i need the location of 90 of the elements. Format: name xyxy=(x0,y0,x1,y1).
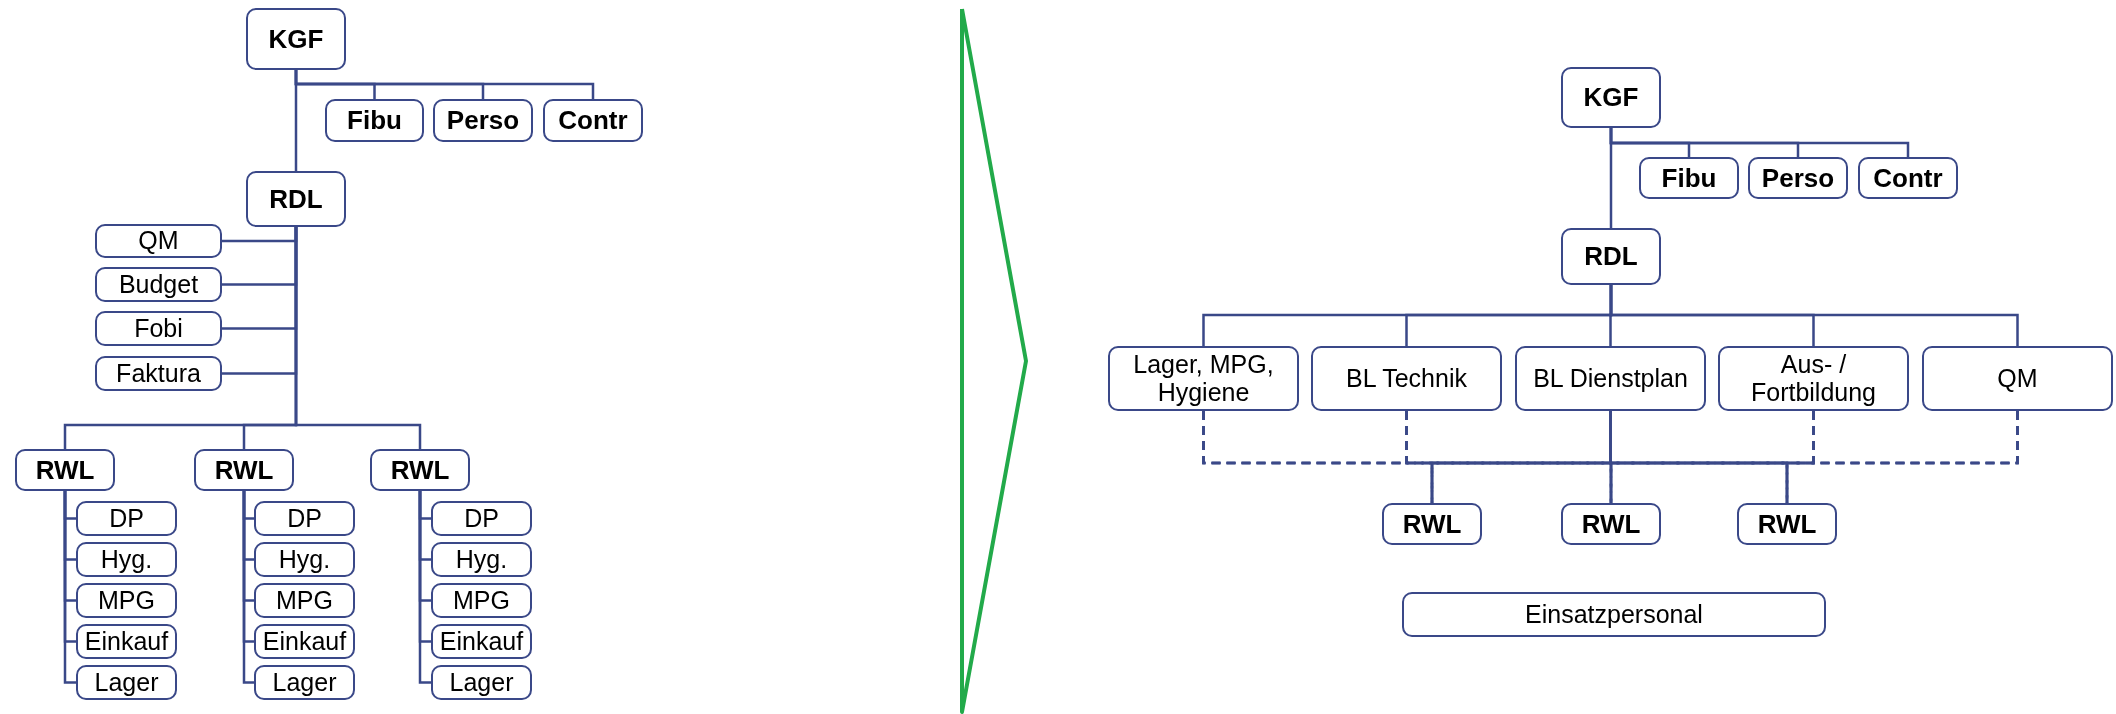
org-unit-box xyxy=(95,356,222,391)
unit-label: Faktura xyxy=(116,359,201,388)
unit-label: Einkauf xyxy=(439,627,524,656)
org-unit-box xyxy=(325,99,424,142)
connector-line xyxy=(242,491,254,684)
org-unit-box xyxy=(1858,157,1958,199)
connector-line xyxy=(63,491,76,684)
unit-label: MPG xyxy=(276,586,333,615)
unit-label: RWL xyxy=(214,455,274,485)
connector-line xyxy=(1609,285,2019,346)
org-unit-box xyxy=(1561,503,1661,545)
unit-label: QM xyxy=(1997,364,2038,393)
unit-label: Contr xyxy=(558,106,628,135)
org-unit-box xyxy=(15,449,115,491)
org-unit-box xyxy=(76,501,177,536)
unit-label: KGF xyxy=(1583,83,1639,112)
org-unit-box xyxy=(254,583,355,618)
org-unit-box xyxy=(1748,157,1848,199)
unit-label: BL Dienstplan xyxy=(1533,364,1688,393)
unit-label: Lager xyxy=(449,668,514,697)
org-unit-box xyxy=(1311,346,1502,411)
unit-label: Lager, MPG, Hygiene xyxy=(1132,351,1275,406)
org-unit-box xyxy=(433,99,533,142)
org-unit-box xyxy=(1718,346,1909,411)
connector-line xyxy=(418,491,431,684)
org-unit-box xyxy=(76,583,177,618)
org-unit-box xyxy=(76,665,177,700)
org-unit-box xyxy=(370,449,470,491)
unit-label: Hyg. xyxy=(455,545,508,574)
connector-line xyxy=(294,70,298,171)
org-unit-box xyxy=(254,542,355,577)
unit-label: Fibu xyxy=(347,106,402,135)
org-unit-box xyxy=(1402,592,1826,637)
org-unit-box xyxy=(1737,503,1837,545)
org-unit-box xyxy=(431,624,532,659)
org-unit-box xyxy=(431,501,532,536)
unit-label: RWL xyxy=(1581,509,1641,539)
org-unit-box xyxy=(246,8,346,70)
unit-label: DP xyxy=(287,504,322,533)
unit-label: RDL xyxy=(269,184,323,214)
org-unit-box xyxy=(1561,228,1661,285)
unit-label: BL Technik xyxy=(1346,364,1467,393)
org-unit-box xyxy=(246,171,346,227)
unit-label: Budget xyxy=(118,270,199,299)
org-unit-box xyxy=(543,99,643,142)
org-unit-box xyxy=(95,224,222,258)
org-unit-box xyxy=(1382,503,1482,545)
org-unit-box xyxy=(431,542,532,577)
org-unit-box xyxy=(76,624,177,659)
org-unit-box xyxy=(1922,346,2113,411)
org-unit-box xyxy=(1639,157,1739,199)
unit-label: MPG xyxy=(453,586,510,615)
unit-label: Lager xyxy=(272,668,337,697)
unit-label: MPG xyxy=(98,586,155,615)
unit-label: DP xyxy=(109,504,144,533)
org-unit-box xyxy=(431,583,532,618)
org-unit-box xyxy=(431,665,532,700)
unit-label: RDL xyxy=(1584,242,1638,271)
org-unit-box xyxy=(1561,67,1661,128)
org-unit-box xyxy=(95,311,222,346)
unit-label: RWL xyxy=(1757,509,1817,539)
org-unit-box xyxy=(95,267,222,302)
unit-label: Einkauf xyxy=(84,627,169,656)
unit-label: Hyg. xyxy=(278,545,331,574)
unit-label: KGF xyxy=(268,24,324,54)
unit-label: RWL xyxy=(390,455,450,485)
connector-line xyxy=(294,227,422,449)
unit-label: RWL xyxy=(1402,509,1462,539)
unit-label: Contr xyxy=(1873,163,1943,193)
org-unit-box xyxy=(1515,346,1706,411)
connector-line xyxy=(1609,128,1613,228)
unit-label: Lager xyxy=(94,668,159,697)
org-unit-box xyxy=(76,542,177,577)
unit-label: DP xyxy=(464,504,499,533)
chevron-shape xyxy=(960,7,1028,714)
org-unit-box xyxy=(254,501,355,536)
unit-label: QM xyxy=(138,227,179,255)
unit-label: Einsatzpersonal xyxy=(1525,600,1703,629)
unit-label: RWL xyxy=(35,455,95,485)
unit-label: Fibu xyxy=(1661,163,1717,193)
org-unit-box xyxy=(194,449,294,491)
org-unit-box xyxy=(254,624,355,659)
unit-label: Fobi xyxy=(134,314,183,343)
org-unit-box xyxy=(254,665,355,700)
unit-label: Hyg. xyxy=(100,545,153,574)
unit-label: Einkauf xyxy=(262,627,347,656)
org-unit-box xyxy=(1108,346,1299,411)
unit-label: Aus- / Fortbildung xyxy=(1749,351,1878,406)
unit-label: Perso xyxy=(1761,163,1835,193)
unit-label: Perso xyxy=(446,106,520,135)
